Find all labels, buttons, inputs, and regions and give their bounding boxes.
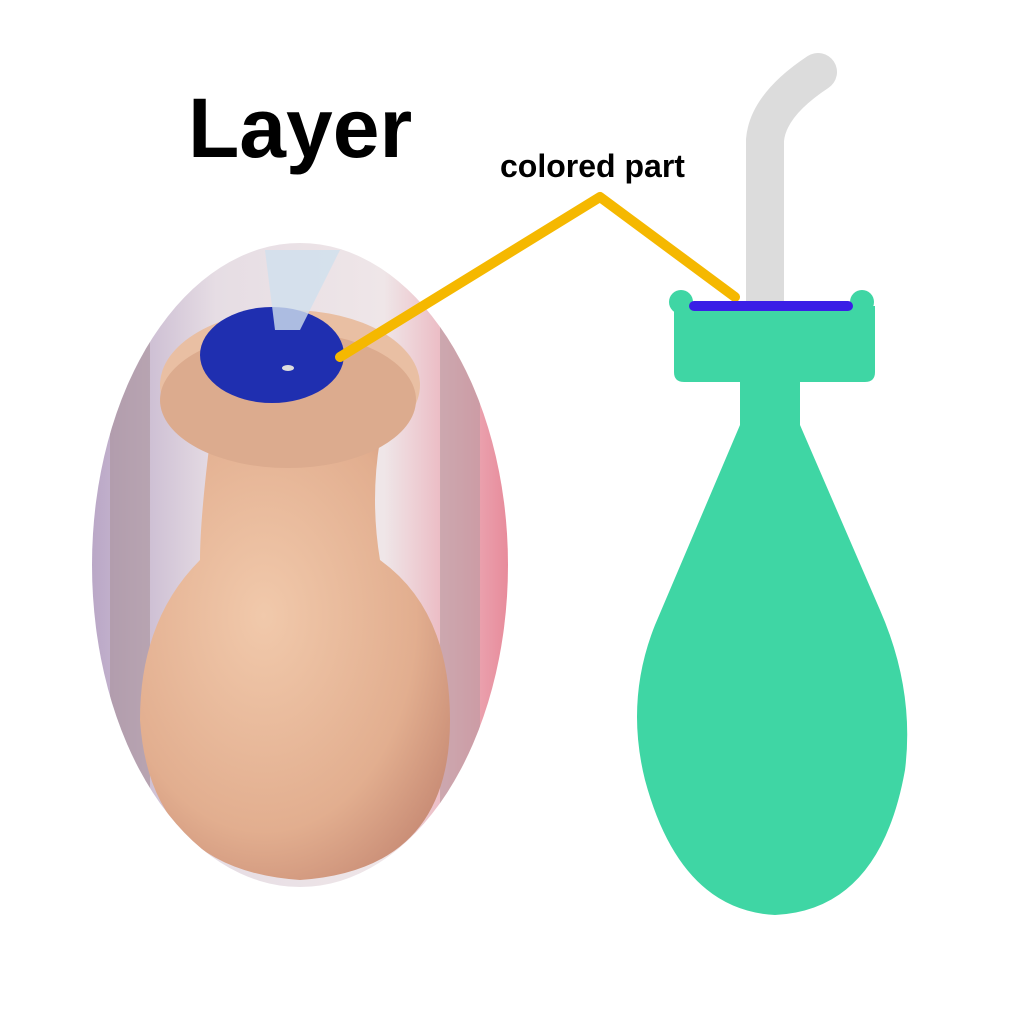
photo-of-bulb	[92, 243, 508, 887]
colored-part-label: colored part	[500, 148, 685, 184]
title: Layer	[188, 81, 413, 175]
bulb-syringe-diagram	[637, 53, 908, 915]
leader-line	[335, 192, 740, 362]
